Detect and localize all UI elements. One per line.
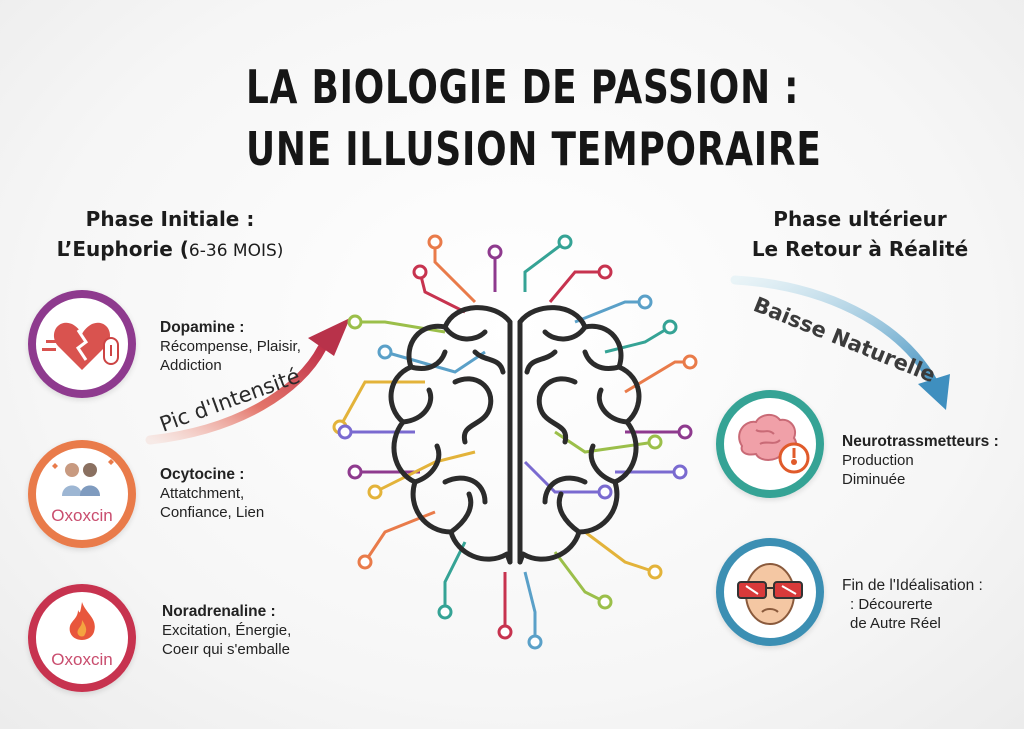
brain-gauge-icon	[738, 414, 810, 474]
circuit-line	[574, 300, 645, 324]
dopamine-badge	[28, 290, 136, 398]
circuit-node	[367, 484, 383, 500]
brain-outline	[388, 305, 642, 565]
idealisation-info: Fin de l'Idéalisation : : Décourerte de …	[842, 576, 1022, 633]
initial-phase-subtitle: L’Euphorie (	[56, 237, 189, 261]
circuit-node	[412, 264, 428, 280]
circuit-node	[487, 244, 503, 260]
initial-phase-heading: Phase Initiale :	[85, 207, 255, 231]
noradrenaline-description: Excitation, Énergie, Coeır qui s'emballe	[162, 622, 292, 658]
neurotransmitter-badge	[716, 390, 824, 498]
neurotransmitter-info: Neurotrassmetteurs : Production Diminuée	[842, 432, 1022, 489]
circuit-line	[418, 271, 466, 314]
circuit-node	[637, 294, 653, 310]
decline-arrow-head	[918, 374, 950, 410]
circuit-line	[338, 380, 425, 428]
initial-phase-duration: 6-36 MOIS)	[188, 241, 284, 261]
decline-arrow	[730, 275, 940, 390]
initial-phase-title: Phase Initiale : L’Euphorie (6-36 MOIS)	[40, 204, 300, 266]
circuit-node	[357, 554, 373, 570]
circuit-node	[647, 434, 663, 450]
circuit-node	[677, 424, 693, 440]
dopamine-info: Dopamine : Récompense, Plaisir, Addictio…	[160, 318, 340, 375]
circuit-line	[548, 270, 605, 303]
circuit-line	[523, 460, 605, 494]
circuit-line	[523, 240, 566, 292]
dopamine-name: Dopamine :	[160, 319, 245, 336]
circuit-line	[553, 551, 606, 604]
circuit-node	[427, 234, 443, 250]
circuit-line	[584, 530, 656, 574]
neural-circuits	[332, 234, 698, 650]
circuit-node	[647, 564, 663, 580]
intensity-arrow-head	[308, 318, 350, 356]
circuit-node	[672, 464, 688, 480]
idealisation-name: Fin de l'Idéalisation :	[842, 577, 983, 594]
circuit-node	[437, 604, 453, 620]
oxytocin-badge: Oxoxcin	[28, 440, 136, 548]
neurotransmitter-description: Production Diminuée	[842, 452, 914, 488]
circuit-node	[662, 319, 678, 335]
circuit-node	[497, 624, 513, 640]
circuit-line	[433, 242, 477, 304]
circuit-line	[363, 510, 436, 563]
noradrenaline-name: Noradrenaline :	[162, 603, 276, 620]
circuit-line	[443, 541, 467, 612]
circuit-node	[597, 594, 613, 610]
oxytocin-info: Ocytocine : Attatchment, Confiance, Lien	[160, 465, 340, 522]
circuit-node	[597, 484, 613, 500]
neurotransmitter-name: Neurotrassmetteurs :	[842, 433, 999, 450]
flame-icon	[69, 602, 95, 640]
circuit-node	[377, 344, 393, 360]
later-phase-subtitle: Le Retour à Réalité	[751, 237, 969, 261]
circuit-node	[347, 314, 363, 330]
later-phase-title: Phase ultérieur Le Retour à Réalité	[730, 204, 990, 264]
circuit-line	[523, 571, 537, 642]
oxytocin-name: Ocytocine :	[160, 466, 245, 483]
circuit-node	[557, 234, 573, 250]
idealisation-description: : Décourerte de Autre Réel	[850, 596, 941, 632]
noradrenaline-badge: Oxoxcin	[28, 584, 136, 692]
man-glasses-icon	[737, 563, 803, 625]
dopamine-description: Récompense, Plaisir, Addiction	[160, 338, 301, 374]
later-phase-heading: Phase ultérieur	[773, 207, 947, 231]
idealisation-badge	[716, 538, 824, 646]
intensity-arrow	[145, 343, 327, 445]
broken-heart-icon	[42, 322, 119, 370]
oxytocin-description: Attatchment, Confiance, Lien	[160, 485, 265, 521]
circuit-node	[337, 424, 353, 440]
circuit-node	[682, 354, 698, 370]
circuit-line	[554, 430, 656, 454]
circuit-node	[347, 464, 363, 480]
circuit-node	[597, 264, 613, 280]
circuit-node	[527, 634, 543, 650]
brain-circuit-illustration	[332, 234, 698, 650]
noradrenaline-brand: Oxoxcin	[51, 650, 113, 669]
noradrenaline-info: Noradrenaline : Excitation, Énergie, Coe…	[162, 602, 342, 659]
couple-icon	[52, 459, 114, 496]
oxytocin-brand: Oxoxcin	[51, 506, 113, 525]
